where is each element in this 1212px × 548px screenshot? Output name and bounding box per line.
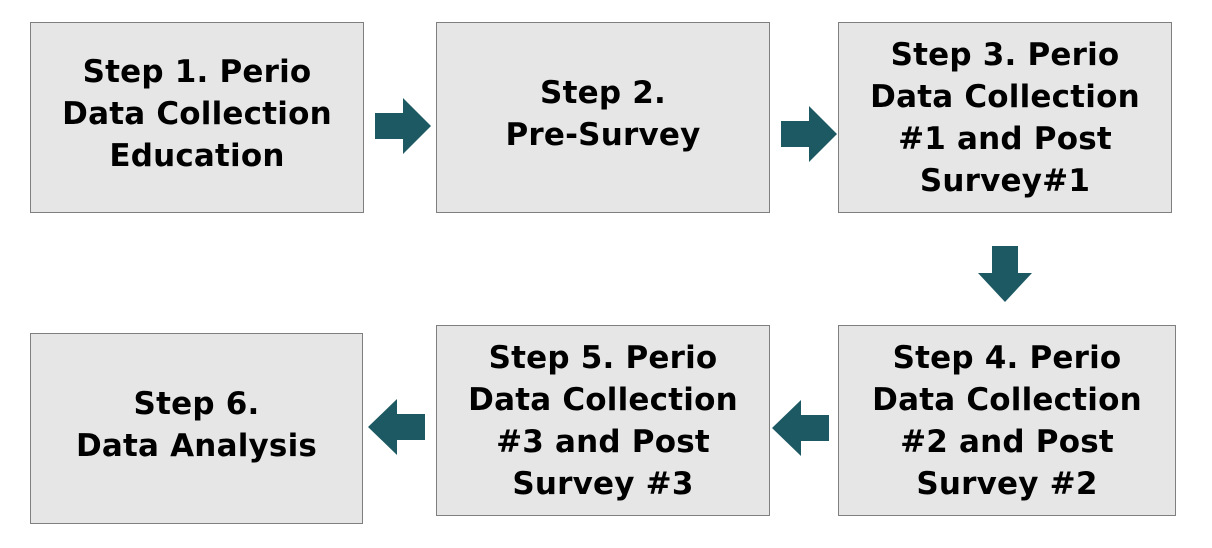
step-1-label: Step 1. Perio Data Collection Education — [62, 53, 332, 174]
arrow-shape — [368, 399, 425, 455]
arrow-left-icon — [368, 399, 425, 455]
step-3-box: Step 3. Perio Data Collection #1 and Pos… — [838, 22, 1172, 213]
arrow-shape — [772, 400, 829, 456]
arrow-shape — [978, 246, 1032, 302]
step-2-box: Step 2. Pre-Survey — [436, 22, 770, 213]
step-2-label: Step 2. Pre-Survey — [505, 74, 701, 153]
arrow-shape — [781, 106, 837, 162]
step-6-box: Step 6. Data Analysis — [30, 333, 363, 524]
step-4-box: Step 4. Perio Data Collection #2 and Pos… — [838, 325, 1176, 516]
step-6-label: Step 6. Data Analysis — [75, 385, 318, 464]
arrow-down-icon — [978, 246, 1032, 302]
step-5-label: Step 5. Perio Data Collection #3 and Pos… — [468, 339, 738, 502]
arrow-right-icon — [375, 98, 431, 154]
arrow-right-icon — [781, 106, 837, 162]
arrow-left-icon — [772, 400, 829, 456]
step-3-label: Step 3. Perio Data Collection #1 and Pos… — [870, 36, 1140, 199]
step-5-box: Step 5. Perio Data Collection #3 and Pos… — [436, 325, 770, 516]
arrow-shape — [375, 98, 431, 154]
step-4-label: Step 4. Perio Data Collection #2 and Pos… — [872, 339, 1142, 502]
step-1-box: Step 1. Perio Data Collection Education — [30, 22, 364, 213]
